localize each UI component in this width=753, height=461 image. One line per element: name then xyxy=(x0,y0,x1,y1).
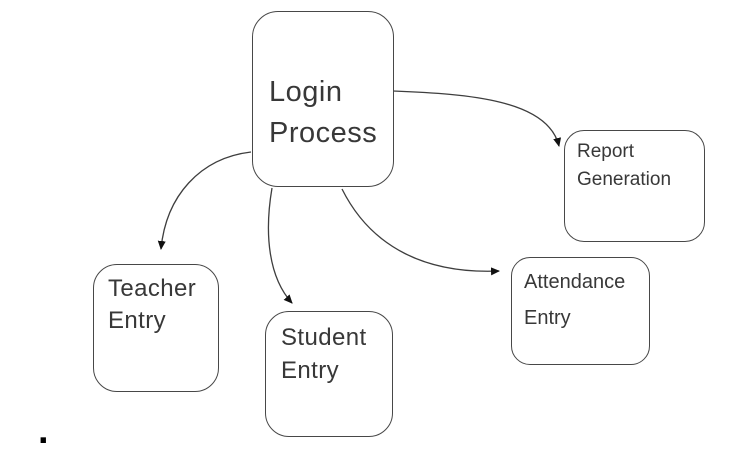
node-report-generation-label: Report Generation xyxy=(577,138,671,194)
node-label-line: Entry xyxy=(108,307,167,334)
node-student-entry-label: Student Entry xyxy=(281,321,367,387)
node-label-line: Process xyxy=(269,117,378,149)
stray-period-mark: . xyxy=(38,410,49,452)
node-teacher-entry: Teacher Entry xyxy=(93,264,219,392)
node-teacher-entry-label: Teacher Entry xyxy=(108,273,196,337)
node-label-line: Teacher xyxy=(108,275,197,302)
node-label-line: Login xyxy=(269,76,343,108)
node-label-line: Report xyxy=(577,141,635,162)
edge-login-to-report xyxy=(392,90,562,147)
node-label-line: Student xyxy=(281,324,367,351)
node-label-line: Entry xyxy=(281,357,340,384)
edge-login-to-teacher xyxy=(157,151,252,250)
node-student-entry: Student Entry xyxy=(265,311,393,437)
edge-login-to-student xyxy=(267,187,293,304)
node-login-process: Login Process xyxy=(252,11,394,187)
edge-login-to-attendance xyxy=(341,188,500,276)
node-label-line: Generation xyxy=(577,169,672,190)
node-login-process-label: Login Process xyxy=(269,72,377,154)
node-label-line: Attendance xyxy=(524,271,626,293)
node-attendance-entry: Attendance Entry xyxy=(511,257,650,365)
node-label-line: Entry xyxy=(524,307,571,329)
node-attendance-entry-label: Attendance Entry xyxy=(524,264,625,336)
node-report-generation: Report Generation xyxy=(564,130,705,242)
